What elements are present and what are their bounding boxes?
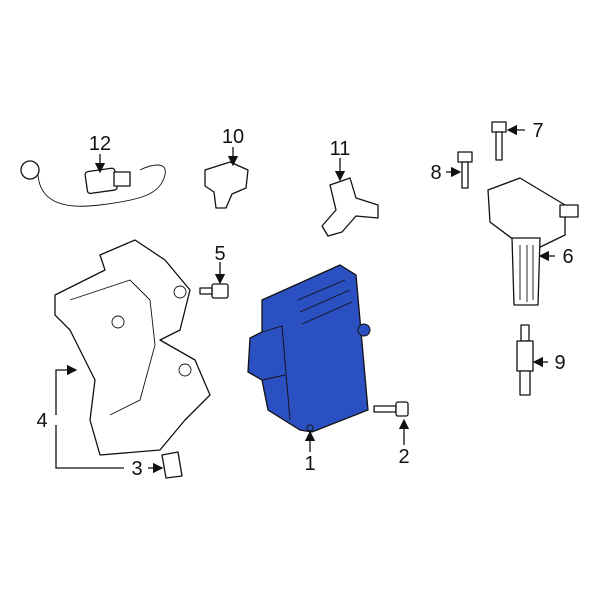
bolt-7-part[interactable] xyxy=(491,121,507,161)
callout-9[interactable]: 9 xyxy=(554,352,565,374)
knock-sensor-part[interactable] xyxy=(20,160,166,207)
camshaft-sensor-part[interactable] xyxy=(204,161,249,209)
clip-nut-part[interactable] xyxy=(161,451,183,479)
callout-2[interactable]: 2 xyxy=(398,446,409,468)
bolt-2-part[interactable] xyxy=(373,401,409,417)
callout-10[interactable]: 10 xyxy=(222,126,244,148)
bolt-5-part[interactable] xyxy=(199,283,229,299)
callout-11[interactable]: 11 xyxy=(330,138,351,160)
ignition-coil-part[interactable] xyxy=(487,177,579,306)
leader-lines xyxy=(55,124,555,474)
crankshaft-sensor-part[interactable] xyxy=(321,177,379,237)
mounting-bracket-part[interactable] xyxy=(54,239,211,456)
callout-12[interactable]: 12 xyxy=(89,133,111,155)
callout-3[interactable]: 3 xyxy=(131,458,142,480)
callout-8[interactable]: 8 xyxy=(430,162,441,184)
callout-7[interactable]: 7 xyxy=(532,120,543,142)
callout-4[interactable]: 4 xyxy=(36,410,47,432)
ecm-part[interactable] xyxy=(247,264,371,433)
callout-6[interactable]: 6 xyxy=(562,246,573,268)
bolt-8-part[interactable] xyxy=(457,151,473,189)
callout-1[interactable]: 1 xyxy=(304,453,315,475)
callout-5[interactable]: 5 xyxy=(214,243,225,265)
spark-plug-part[interactable] xyxy=(516,324,534,396)
